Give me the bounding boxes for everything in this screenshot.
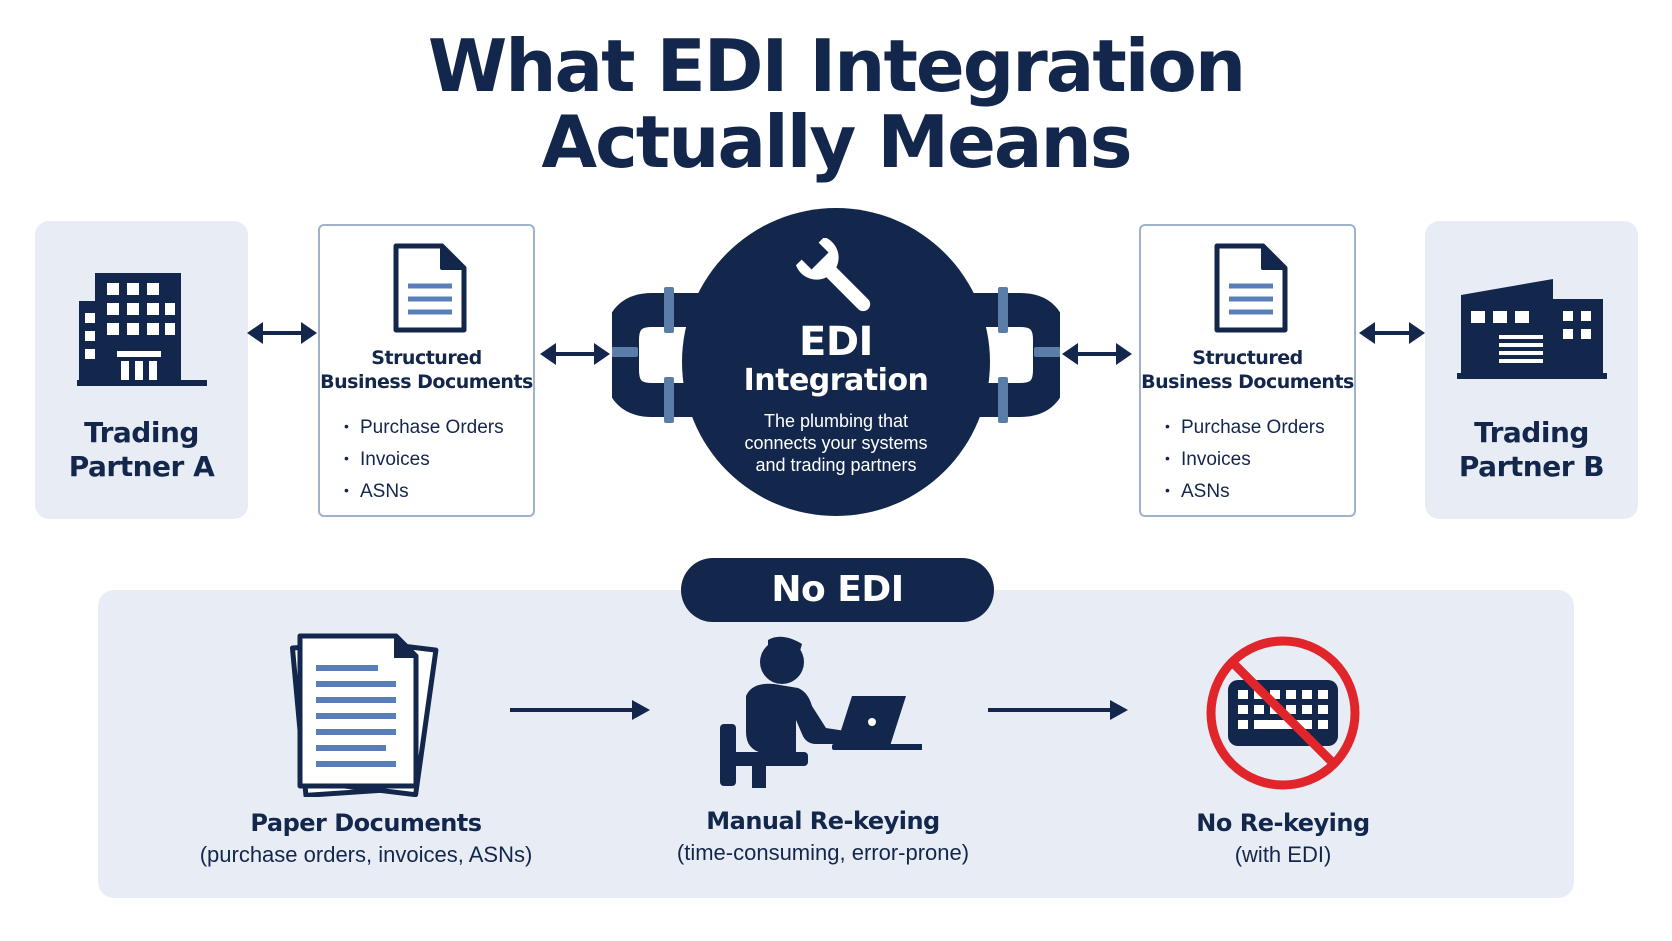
- list-item: Invoices: [1165, 443, 1325, 475]
- trading-partner-b-line-1: Trading: [1474, 416, 1589, 449]
- documents-title-left-line-2: Business Documents: [320, 371, 533, 393]
- bidirectional-arrow-icon: [247, 322, 317, 344]
- trading-partner-b-line-2: Partner B: [1458, 450, 1605, 483]
- hub-description-line-2: connects your systems: [744, 433, 928, 453]
- office-building-icon: [77, 273, 207, 386]
- documents-title-right-line-1: Structured: [1192, 347, 1303, 369]
- trading-partner-b-label: Trading Partner B: [1425, 416, 1638, 484]
- pipe-right-icon: [970, 287, 1060, 423]
- documents-list-left: Purchase Orders Invoices ASNs: [344, 411, 504, 507]
- list-item: Purchase Orders: [344, 411, 504, 443]
- right-arrow-icon: [988, 700, 1128, 720]
- hub-title-line-2: Integration: [743, 363, 929, 398]
- document-icon: [393, 243, 467, 333]
- person-laptop-icon: [720, 636, 922, 788]
- documents-list-right: Purchase Orders Invoices ASNs: [1165, 411, 1325, 507]
- trading-partner-a-line-1: Trading: [84, 416, 199, 449]
- documents-title-right: Structured Business Documents: [1141, 346, 1354, 394]
- document-icon: [1214, 243, 1288, 333]
- no-edi-badge: No EDI: [681, 558, 994, 622]
- bidirectional-arrow-icon: [540, 343, 610, 365]
- structured-documents-card-right: Structured Business Documents Purchase O…: [1139, 224, 1356, 517]
- page-title-line-1: What EDI Integration: [427, 24, 1246, 108]
- wrench-icon: [795, 238, 871, 312]
- step-manual-rekeying-title: Manual Re-keying: [706, 807, 940, 835]
- trading-partner-a-panel: Trading Partner A: [35, 221, 248, 519]
- hub-title-line-1: EDI: [799, 319, 873, 365]
- bidirectional-arrow-icon: [1359, 322, 1425, 344]
- documents-title-left: Structured Business Documents: [320, 346, 533, 394]
- trading-partner-b-panel: Trading Partner B: [1425, 221, 1638, 519]
- step-paper-documents-subtitle: (purchase orders, invoices, ASNs): [199, 842, 533, 867]
- step-manual-rekeying-subtitle: (time-consuming, error-prone): [676, 840, 970, 865]
- page-title-line-2: Actually Means: [541, 100, 1132, 184]
- right-arrow-icon: [510, 700, 650, 720]
- trading-partner-a-line-2: Partner A: [68, 450, 215, 483]
- list-item: Invoices: [344, 443, 504, 475]
- documents-title-right-line-2: Business Documents: [1141, 371, 1354, 393]
- structured-documents-card-left: Structured Business Documents Purchase O…: [318, 224, 535, 517]
- documents-title-left-line-1: Structured: [371, 347, 482, 369]
- hub-description: The plumbing that connects your systems …: [682, 410, 990, 476]
- bidirectional-arrow-icon: [1062, 343, 1132, 365]
- list-item: ASNs: [344, 475, 504, 507]
- no-keyboard-icon: [1206, 636, 1360, 790]
- pipe-left-icon: [612, 287, 702, 423]
- step-paper-documents-title: Paper Documents: [250, 809, 482, 837]
- list-item: ASNs: [1165, 475, 1325, 507]
- step-no-rekeying-title: No Re-keying: [1196, 809, 1370, 837]
- hub-description-line-3: and trading partners: [755, 455, 917, 475]
- step-no-rekeying-subtitle: (with EDI): [1234, 842, 1332, 867]
- hub-description-line-1: The plumbing that: [763, 411, 909, 431]
- edi-integration-hub: EDI Integration The plumbing that connec…: [682, 208, 990, 516]
- list-item: Purchase Orders: [1165, 411, 1325, 443]
- warehouse-icon: [1457, 279, 1607, 379]
- paper-stack-icon: [289, 633, 439, 797]
- trading-partner-a-label: Trading Partner A: [35, 416, 248, 484]
